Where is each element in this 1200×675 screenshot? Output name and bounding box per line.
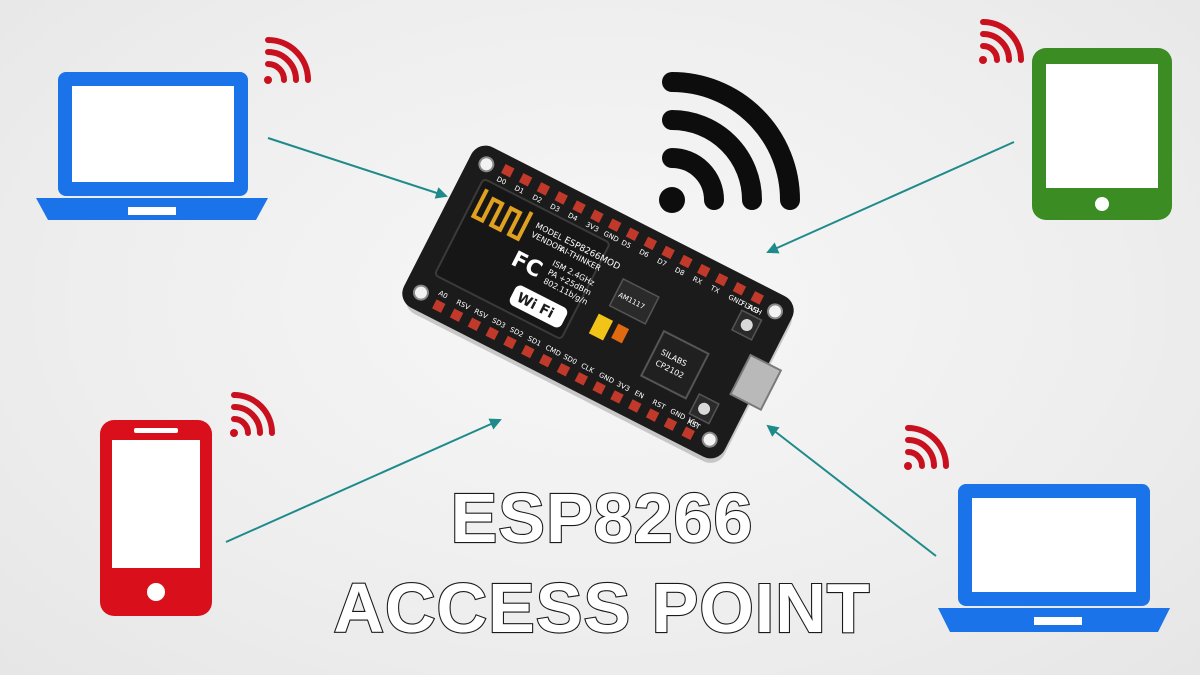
- pin-label: EN: [633, 389, 645, 401]
- header-pin: [697, 263, 711, 278]
- wifi-signal-icon: [230, 392, 275, 437]
- laptop-bottom-right: [938, 484, 1170, 632]
- header-pin: [554, 191, 568, 205]
- wifi-signal-icon: [264, 37, 311, 84]
- header-pin: [501, 163, 515, 178]
- header-pin: [432, 299, 446, 313]
- header-pin: [625, 227, 640, 242]
- header-pin: [538, 353, 553, 368]
- pin-label: D6: [638, 248, 651, 260]
- wifi-broadcast-icon: [659, 72, 800, 213]
- connection-arrow: [225, 418, 502, 543]
- pin-label: D7: [656, 257, 668, 269]
- pin-label: D4: [566, 211, 579, 223]
- capacitor: [611, 323, 630, 344]
- header-pin: [574, 372, 589, 386]
- capacitor: [588, 313, 614, 341]
- header-pin: [485, 326, 499, 341]
- pin-label: D1: [513, 184, 525, 196]
- connection-arrow: [766, 424, 937, 557]
- connection-arrow: [766, 141, 1015, 254]
- pin-label: D0: [495, 175, 507, 187]
- voltage-regulator: [608, 277, 660, 325]
- header-pin: [750, 291, 764, 305]
- usb-port: [729, 353, 783, 412]
- header-pin: [643, 236, 658, 251]
- header-pin: [714, 272, 729, 287]
- laptop-top-left: [36, 72, 268, 220]
- tablet-top-right: [1032, 48, 1172, 220]
- pin-label: D8: [673, 266, 685, 278]
- header-pin: [503, 335, 517, 350]
- header-pin: [556, 362, 571, 377]
- pin-label: D5: [620, 239, 632, 251]
- pin-label: D3: [549, 202, 561, 214]
- pin-label: RX: [691, 275, 703, 287]
- header-pin: [645, 408, 660, 422]
- header-pin: [592, 381, 606, 395]
- header-pin: [449, 308, 464, 322]
- header-pin: [610, 390, 624, 404]
- header-pin: [467, 317, 482, 332]
- title-line-1: ESP8266: [451, 479, 754, 557]
- header-pin: [521, 344, 535, 359]
- pin-label: A0: [437, 289, 449, 300]
- header-pin: [628, 399, 642, 413]
- wifi-signal-icon: [904, 425, 949, 470]
- header-pin: [536, 182, 551, 196]
- usb-serial-chip: [639, 329, 710, 400]
- pin-label: D2: [531, 193, 543, 205]
- header-pin: [679, 254, 693, 269]
- title-line-2: ACCESS POINT: [333, 569, 870, 647]
- connection-arrow: [267, 137, 448, 199]
- header-pin: [663, 417, 678, 431]
- header-pin: [681, 426, 695, 441]
- antenna-trace: [470, 188, 534, 242]
- phone-bottom-left: [100, 420, 212, 616]
- header-pin: [572, 200, 586, 214]
- wifi-signal-icon: [979, 19, 1024, 64]
- header-pin: [590, 209, 604, 223]
- esp8266-board: MODEL VENDOR ESP8266MOD AI-THINKER FC IS…: [402, 145, 794, 463]
- header-pin: [661, 245, 675, 260]
- header-pin: [518, 173, 533, 187]
- pin-label: TX: [708, 284, 721, 296]
- header-pin: [607, 218, 622, 232]
- header-pin: [732, 282, 747, 296]
